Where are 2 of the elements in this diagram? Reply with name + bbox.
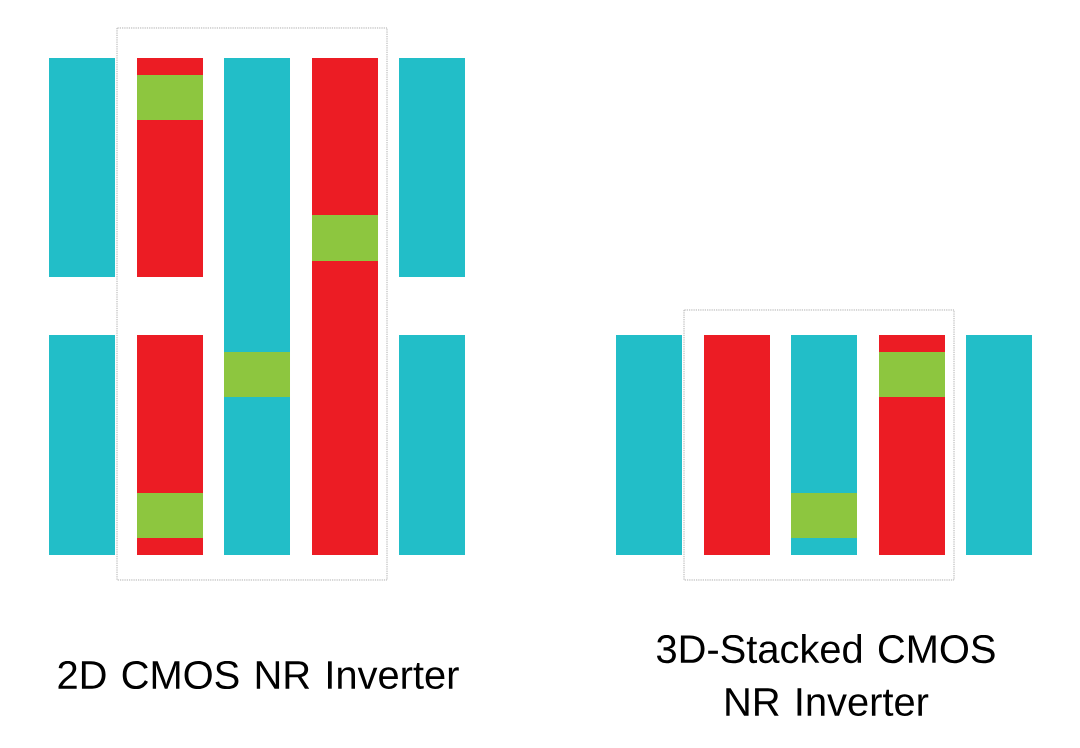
caption: 2D CMOS NR Inverter <box>58 660 459 690</box>
caption: 3D-Stacked CMOS NR Inverter <box>657 633 995 717</box>
